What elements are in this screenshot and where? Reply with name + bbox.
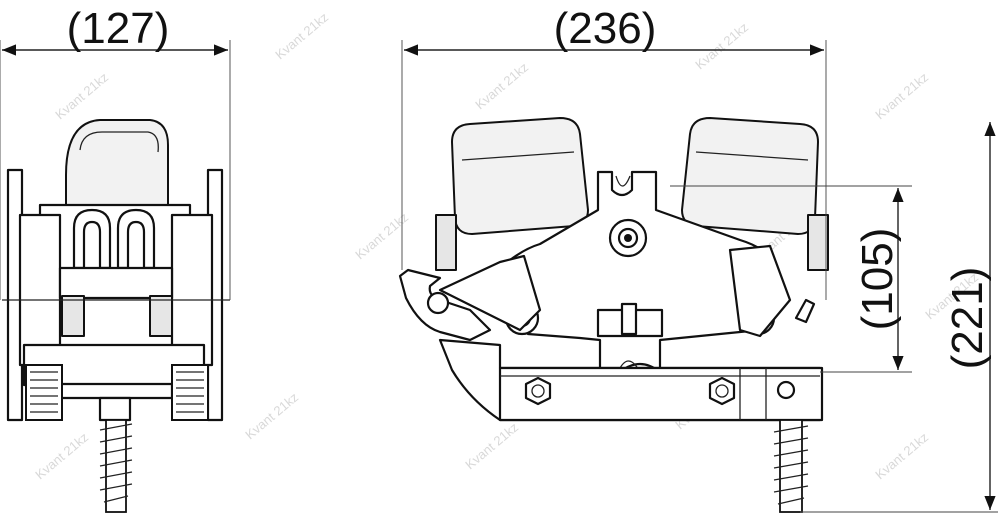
watermark-text: Kvant 21kz (242, 389, 301, 442)
dimension-inner-height: (105) (670, 185, 912, 373)
dimension-overall-height: (221) (800, 122, 998, 513)
watermark-text: Kvant 21kz (462, 419, 521, 472)
side-width-label: (127) (67, 4, 170, 53)
watermark-text: Kvant 21kz (472, 59, 531, 112)
watermark-text: Kvant 21kz (692, 19, 751, 72)
dimension-side-width: (127) (0, 4, 231, 300)
front-screw (773, 419, 809, 513)
overall-height-label: (221) (943, 267, 992, 370)
watermark-text: Kvant 21kz (32, 429, 91, 482)
inner-height-label: (105) (853, 228, 902, 331)
side-screw (99, 419, 133, 513)
front-width-label: (236) (554, 4, 657, 53)
watermark-text: Kvant 21kz (872, 429, 931, 482)
watermark-text: Kvant 21kz (52, 69, 111, 122)
front-view (398, 117, 829, 513)
watermark-text: Kvant 21kz (272, 9, 331, 62)
side-view (2, 119, 230, 513)
watermark-text: Kvant 21kz (872, 69, 931, 122)
dimension-front-width: (236) (401, 4, 827, 300)
